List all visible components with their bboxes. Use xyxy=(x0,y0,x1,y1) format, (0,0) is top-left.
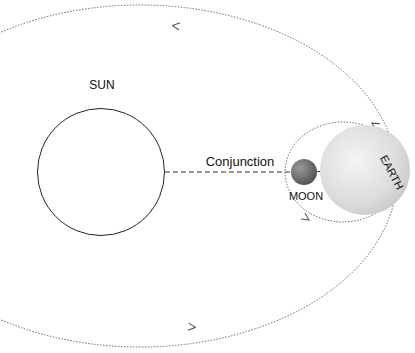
moon-sphere: MOON xyxy=(291,159,317,185)
body-label: MOON xyxy=(289,191,323,202)
edge-label: Conjunction xyxy=(206,155,275,168)
body-label: EARTH xyxy=(378,153,405,191)
orbit-arrow xyxy=(300,214,306,218)
orbit-arrow xyxy=(180,326,192,327)
sun-circle: SUN xyxy=(37,108,165,236)
earth-sphere: EARTH xyxy=(320,125,410,215)
orbit-arrow xyxy=(176,26,186,27)
body-label: SUN xyxy=(89,79,114,91)
conjunction-line xyxy=(165,172,291,173)
